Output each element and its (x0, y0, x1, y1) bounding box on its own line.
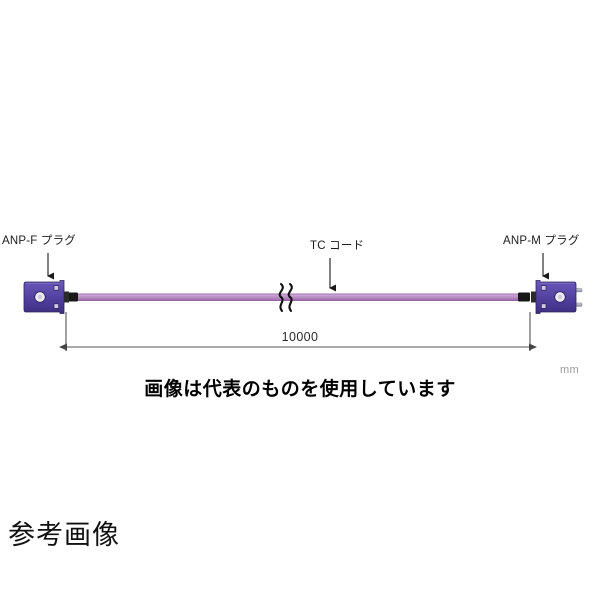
unit-label: mm (560, 364, 579, 376)
dimension-line-total-length (59, 312, 537, 351)
label-anp-f-plug: ANP-F プラグ (2, 235, 76, 247)
dimension-value-label: 10000 (281, 330, 319, 344)
label-tc-cable: TC コード (310, 240, 365, 252)
label-anp-m-plug: ANP-M プラグ (503, 235, 580, 247)
tc-cable (72, 293, 524, 301)
reference-image-caption: 参考画像 (8, 520, 120, 550)
anp-m-plug (531, 280, 583, 314)
strain-relief-right (518, 292, 530, 302)
cable-break-icon (278, 282, 293, 313)
anp-f-plug (23, 280, 69, 314)
representative-image-note: 画像は代表のものを使用しています (144, 379, 456, 400)
